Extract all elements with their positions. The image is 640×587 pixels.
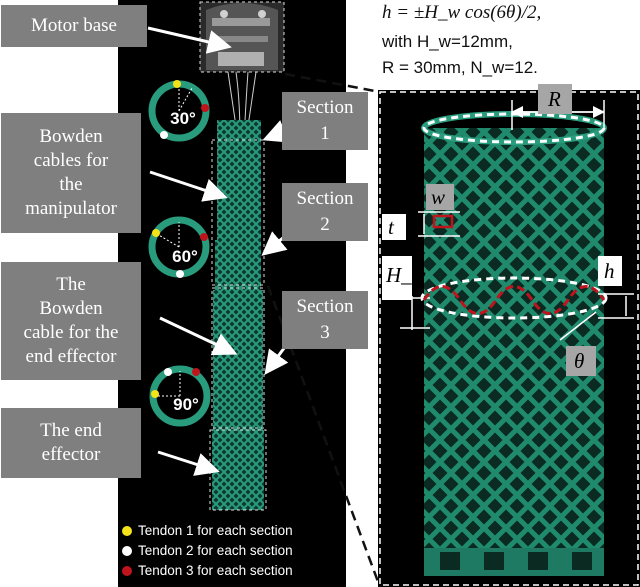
label-bowden-end-effector-line3: cable for the: [23, 322, 119, 343]
strut-highlight: [432, 214, 454, 229]
equation-line-2: with H_w=12mm,: [382, 32, 513, 51]
tendon-2-dot: [122, 546, 132, 556]
section-3-body: [213, 290, 263, 390]
label-end-effector-line2: effector: [41, 444, 101, 465]
section-3-title: Section: [296, 296, 354, 317]
label-end-effector: The end effector: [1, 408, 141, 478]
legend-item-tendon-3: Tendon 3 for each section: [122, 562, 293, 580]
label-bowden-end-effector-line1: The: [56, 274, 86, 295]
angle-label-90: 90°: [173, 395, 199, 414]
label-motor-base-text: Motor base: [30, 15, 117, 36]
legend-item-tendon-2: Tendon 2 for each section: [122, 542, 293, 560]
angle-indicator-60: [148, 216, 210, 278]
symbol-w: w: [431, 185, 445, 209]
theta-arrow: [559, 311, 597, 341]
symbol-w-bg: [426, 184, 454, 210]
angle-indicator-30: [148, 80, 210, 142]
section-3-lower: [213, 390, 263, 430]
symbol-Hw: H_w: [385, 263, 426, 287]
section-1-body: [217, 120, 261, 240]
symbol-t: t: [388, 215, 395, 239]
zoom-frame: [379, 91, 639, 586]
legend-tendon-3-text: Tendon 3 for each section: [138, 563, 293, 578]
equation-line-3: R = 30mm, N_w=12.: [382, 58, 538, 77]
symbol-Hw-bg: [382, 256, 412, 300]
label-section-2: Section 2: [282, 183, 368, 241]
helix-ellipse: [420, 276, 608, 320]
label-bowden-end-effector: The Bowden cable for the end effector: [1, 262, 141, 380]
label-section-1: Section 1: [282, 92, 368, 150]
symbol-theta: θ: [574, 349, 584, 373]
section-3-number: 3: [320, 322, 330, 343]
section-1-number: 1: [320, 123, 330, 144]
amplitude-dimension: [598, 293, 634, 319]
symbol-R: R: [547, 87, 561, 111]
label-bowden-end-effector-line4: end effector: [25, 346, 117, 367]
label-section-3: Section 3: [282, 291, 368, 349]
legend-tendon-1-text: Tendon 1 for each section: [138, 523, 293, 538]
symbol-theta-bg: [566, 346, 596, 376]
label-bowden-manipulator-line3: the: [59, 174, 83, 195]
angle-label-30: 30°: [170, 109, 196, 128]
label-bowden-end-effector-line2: Bowden: [39, 298, 103, 319]
section-1-title: Section: [296, 97, 354, 118]
tendon-3-dot: [122, 566, 132, 576]
symbol-h: h: [604, 259, 615, 283]
label-bowden-manipulator-line4: manipulator: [25, 198, 117, 219]
symbol-h-bg: [598, 256, 622, 286]
legend-item-tendon-1: Tendon 1 for each section: [122, 522, 293, 540]
helix-wave: [422, 285, 606, 315]
motor-base-image: [199, 1, 285, 73]
end-effector-body: [212, 430, 264, 510]
label-motor-base: Motor base: [1, 5, 147, 47]
label-end-effector-line1: The end: [40, 420, 102, 441]
symbol-R-bg: [538, 84, 572, 114]
section-boxes: [209, 139, 267, 511]
angle-indicator-90: [149, 365, 211, 427]
angle-label-60: 60°: [172, 247, 198, 266]
section-2-title: Section: [296, 188, 354, 209]
label-bowden-manipulator: Bowden cables for the manipulator: [1, 113, 141, 233]
lattice-cylinder: [421, 111, 607, 576]
legend-tendon-2-text: Tendon 2 for each section: [138, 543, 293, 558]
tendon-1-dot: [122, 526, 132, 536]
symbol-t-bg: [382, 214, 406, 240]
label-bowden-manipulator-line1: Bowden: [39, 126, 103, 147]
strut-dimension: [418, 211, 460, 237]
equation-line-1: h = ±H_w cos(6θ)/2,: [382, 2, 542, 23]
section-2-number: 2: [320, 214, 330, 235]
label-bowden-manipulator-line2: cables for: [33, 150, 109, 171]
